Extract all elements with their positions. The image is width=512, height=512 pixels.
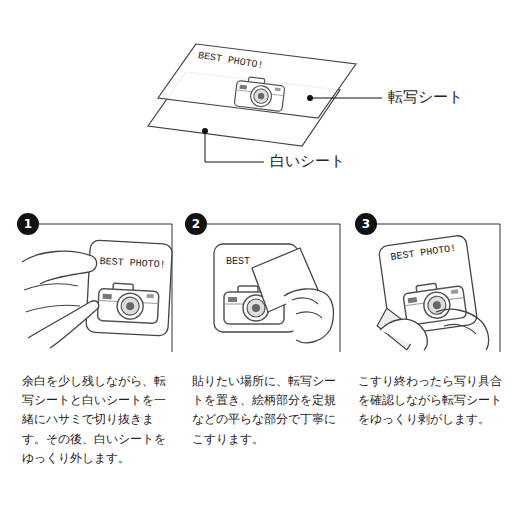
step-text: こすり終わったら写り具合を確認しながら転写シートをゆっくり剥がします。: [358, 372, 504, 430]
step-number: 1: [17, 213, 39, 235]
step-frame: [207, 224, 340, 352]
step-number-text: 3: [362, 218, 370, 230]
sticker-text: BEST: [226, 256, 250, 268]
transfer-sheet: [158, 44, 356, 118]
leader-line: [310, 98, 382, 99]
part-label: 白いシート: [270, 152, 345, 170]
part-label: 転写シート: [388, 88, 463, 106]
step3-art: [366, 235, 488, 354]
step-number-text: 1: [24, 218, 32, 230]
step-text: 余白を少し残しながら、転写シートと白いシートを一緒にハサミで切り抜きます。その後…: [22, 372, 172, 468]
camera-icon: [234, 76, 285, 112]
step-text: 貼りたい場所に、転写シートを置き、絵柄部分を定規などの平らな部分で丁寧にこすりま…: [192, 372, 342, 449]
step-number: 2: [185, 213, 207, 235]
leader-line: [205, 131, 264, 162]
sheets: [148, 44, 356, 146]
step1-art: [22, 240, 172, 348]
step-frame: [377, 224, 500, 352]
step2-art: [214, 244, 333, 343]
step-number-text: 2: [192, 218, 200, 230]
step-number: 3: [355, 213, 377, 235]
